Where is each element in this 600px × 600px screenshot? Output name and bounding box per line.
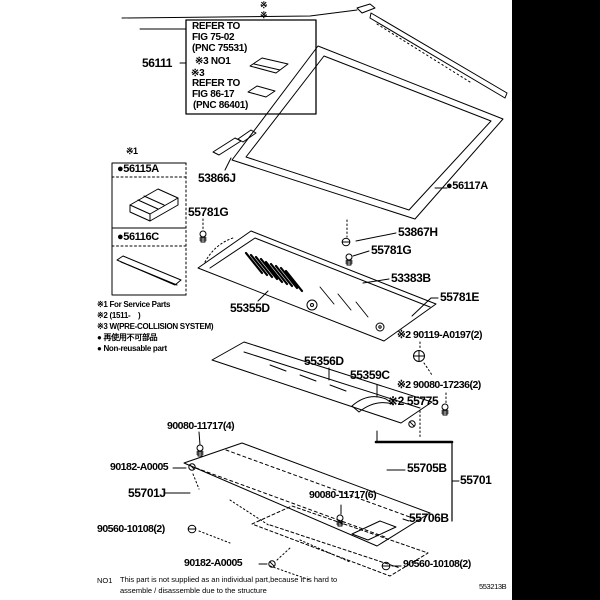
footnote-line1: This part is not supplied as an individu…	[120, 575, 338, 584]
part-label-90182-A0005: 90182-A0005	[184, 557, 243, 569]
refer-note-no1: ※3 NO1	[195, 56, 231, 67]
part-group-bracket	[374, 430, 460, 522]
service-parts-box	[111, 162, 187, 296]
legend-nonreusable-jp: ● 再使用不可部品	[97, 333, 158, 342]
footnote-line2: assemble / disassemble due to the struct…	[120, 586, 267, 595]
part-label-55705B: 55705B	[407, 461, 447, 475]
part-label-55701: 55701	[460, 473, 492, 487]
part-label-55706B: 55706B	[409, 511, 449, 525]
fastener-90119	[413, 341, 433, 376]
part-label-55359C: 55359C	[350, 368, 390, 382]
part-label-55781G: 55781G	[188, 205, 229, 219]
part-label-53867H: 53867H	[398, 225, 438, 239]
part-label-56111: 56111	[142, 56, 173, 70]
refer-pnc: (PNC 86401)	[193, 100, 249, 111]
windshield-glass	[231, 45, 504, 220]
part-label-56116C: ●56116C	[117, 231, 159, 243]
service-box-mark: ※1	[126, 146, 138, 156]
cowl-top-panel	[211, 341, 433, 424]
part-label-90080-11717-6: 90080-11717(6)	[309, 489, 377, 501]
page-code: 553213B	[479, 582, 507, 591]
legend-service-parts: ※1 For Service Parts	[97, 300, 171, 309]
part-label-55781E: 55781E	[440, 290, 479, 304]
part-label-55775: ※2 55775	[388, 394, 439, 408]
refer-fig: FIG 86-17	[192, 89, 235, 100]
part-label-55355D: 55355D	[230, 301, 270, 315]
refer-mark3: ※3	[191, 68, 205, 79]
legend-nonreusable-en: ● Non-reusable part	[97, 344, 167, 353]
cowl-top-louver-panel	[197, 230, 437, 342]
part-label-90182-A0005: 90182-A0005	[110, 461, 169, 473]
part-label-90080-11717-4: 90080-11717(4)	[167, 420, 235, 432]
part-label-55701J: 55701J	[128, 486, 166, 500]
part-label-53866J: 53866J	[198, 171, 236, 185]
cowl-front-panels	[183, 442, 431, 581]
part-label-55356D: 55356D	[304, 354, 344, 368]
footnote-tag: NO1	[97, 576, 113, 585]
legend-precollision: ※3 W(PRE-COLLISION SYSTEM)	[97, 322, 214, 331]
wiper-bracket-parts	[351, 384, 447, 439]
refer-text: REFER TO	[192, 21, 240, 32]
top-border-line	[121, 9, 358, 64]
louver-hatch	[244, 251, 304, 293]
part-label-53383B: 53383B	[391, 271, 431, 285]
leader-lines-lower	[164, 431, 402, 567]
reference-mark-top: ※	[260, 0, 268, 10]
part-label-55781G: 55781G	[371, 243, 412, 257]
part-label-56117A: ●56117A	[446, 180, 488, 192]
legend-production-period: ※2 (1511- )	[97, 311, 141, 320]
part-label-90560-10108: 90560-10108(2)	[97, 523, 165, 535]
refer-text: REFER TO	[192, 78, 240, 89]
right-black-band	[512, 0, 600, 600]
reference-mark-top: ※	[260, 10, 268, 20]
leader-lines-upper	[202, 187, 448, 317]
part-label-90560-10108: 90560-10108(2)	[403, 558, 471, 570]
refer-pnc: (PNC 75531)	[192, 43, 248, 54]
part-label-90080-17236: ※2 90080-17236(2)	[397, 379, 481, 391]
refer-fig: FIG 75-02	[192, 32, 235, 43]
part-label-56115A: ●56115A	[117, 163, 159, 175]
windshield-moulding	[356, 3, 508, 99]
part-label-90119-A0197: ※2 90119-A0197(2)	[397, 329, 482, 341]
side-moulding-parts	[212, 129, 257, 171]
